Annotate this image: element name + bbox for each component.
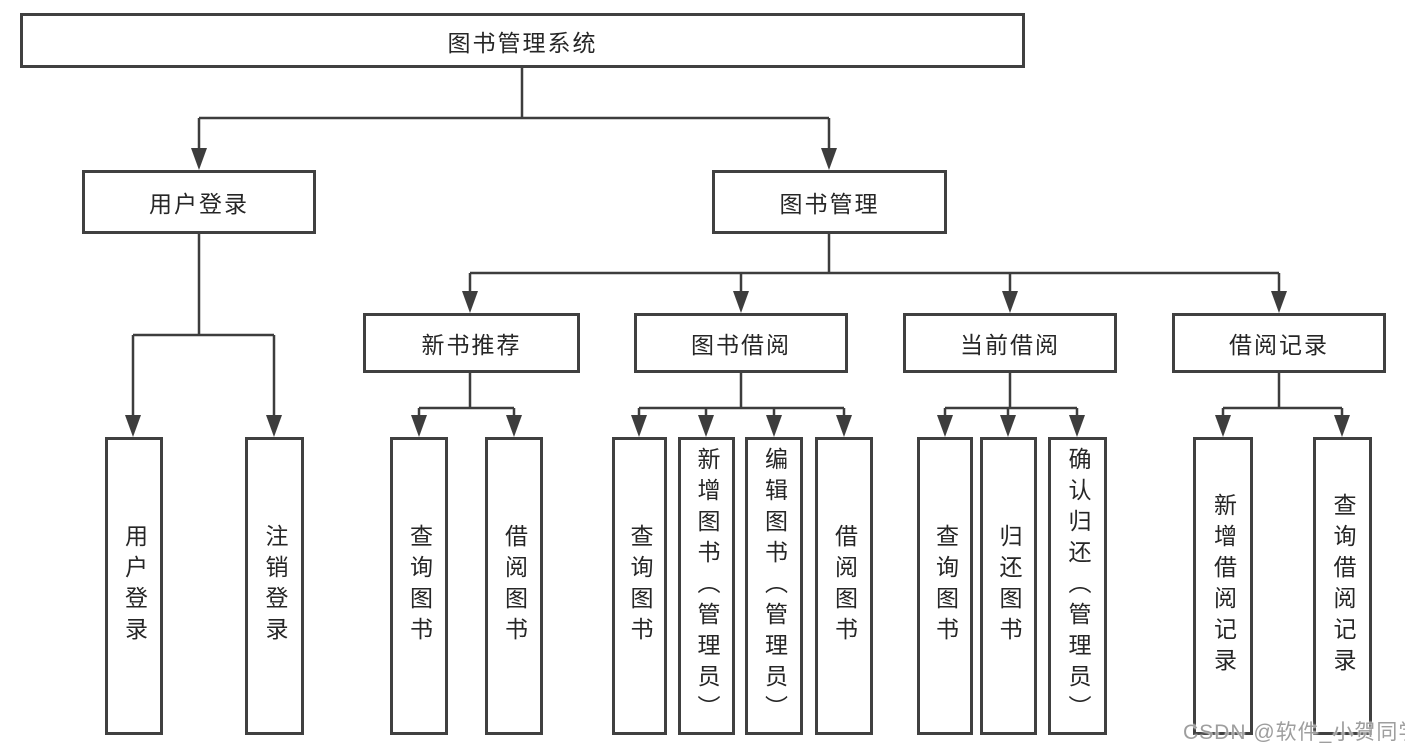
leaf-current-query: 查询图书 <box>917 437 973 735</box>
arrowhead <box>1069 415 1085 437</box>
leaf-logout: 注销登录 <box>245 437 304 735</box>
node-current-borrow: 当前借阅 <box>903 313 1117 373</box>
arrowhead <box>733 291 749 313</box>
leaf-current-confirm-admin: 确认归还（管理员） <box>1048 437 1107 735</box>
leaf-newbook-query-label: 查询图书 <box>406 524 433 648</box>
leaf-borrow-add-admin-label: 新增图书（管理员） <box>694 446 720 726</box>
arrowhead <box>1000 415 1016 437</box>
arrowhead <box>191 148 207 170</box>
arrowhead <box>1215 415 1231 437</box>
leaf-borrow-book: 借阅图书 <box>815 437 873 735</box>
leaf-current-query-label: 查询图书 <box>932 524 959 648</box>
leaf-current-confirm-admin-label: 确认归还（管理员） <box>1065 446 1091 726</box>
leaf-newbook-borrow-label: 借阅图书 <box>501 524 528 648</box>
leaf-user-login: 用户登录 <box>105 437 163 735</box>
node-root-system: 图书管理系统 <box>20 13 1025 68</box>
arrowhead <box>1334 415 1350 437</box>
leaf-newbook-query: 查询图书 <box>390 437 448 735</box>
leaf-newbook-borrow: 借阅图书 <box>485 437 543 735</box>
node-book-borrow: 图书借阅 <box>634 313 848 373</box>
arrowhead <box>766 415 782 437</box>
leaf-borrow-query: 查询图书 <box>612 437 667 735</box>
leaf-user-login-label: 用户登录 <box>121 524 148 648</box>
leaf-record-query: 查询借阅记录 <box>1313 437 1372 735</box>
leaf-borrow-book-label: 借阅图书 <box>831 524 858 648</box>
node-user-login: 用户登录 <box>82 170 316 234</box>
leaf-record-query-label: 查询借阅记录 <box>1330 493 1356 679</box>
arrowhead <box>631 415 647 437</box>
leaf-current-return: 归还图书 <box>980 437 1037 735</box>
node-borrow-records: 借阅记录 <box>1172 313 1386 373</box>
leaf-record-add-label: 新增借阅记录 <box>1210 493 1237 679</box>
arrowhead <box>411 415 427 437</box>
arrowheads <box>125 148 1350 437</box>
csdn-watermark: CSDN @软件_小贺同学 <box>1183 721 1405 744</box>
arrowhead <box>836 415 852 437</box>
arrowhead <box>125 415 141 437</box>
leaf-current-return-label: 归还图书 <box>996 524 1022 648</box>
connector-lines <box>131 68 1344 417</box>
leaf-borrow-edit-admin: 编辑图书（管理员） <box>745 437 803 735</box>
leaf-borrow-add-admin: 新增图书（管理员） <box>678 437 735 735</box>
arrowhead <box>1002 291 1018 313</box>
arrowhead <box>506 415 522 437</box>
arrowhead <box>698 415 714 437</box>
arrowhead <box>462 291 478 313</box>
leaf-borrow-query-label: 查询图书 <box>627 524 653 648</box>
arrowhead <box>937 415 953 437</box>
node-book-management: 图书管理 <box>712 170 947 234</box>
arrowhead <box>266 415 282 437</box>
leaf-borrow-edit-admin-label: 编辑图书（管理员） <box>761 446 788 726</box>
arrowhead <box>1271 291 1287 313</box>
arrowhead <box>821 148 837 170</box>
leaf-logout-label: 注销登录 <box>262 524 288 648</box>
leaf-record-add: 新增借阅记录 <box>1193 437 1253 735</box>
node-new-book-recommend: 新书推荐 <box>363 313 580 373</box>
